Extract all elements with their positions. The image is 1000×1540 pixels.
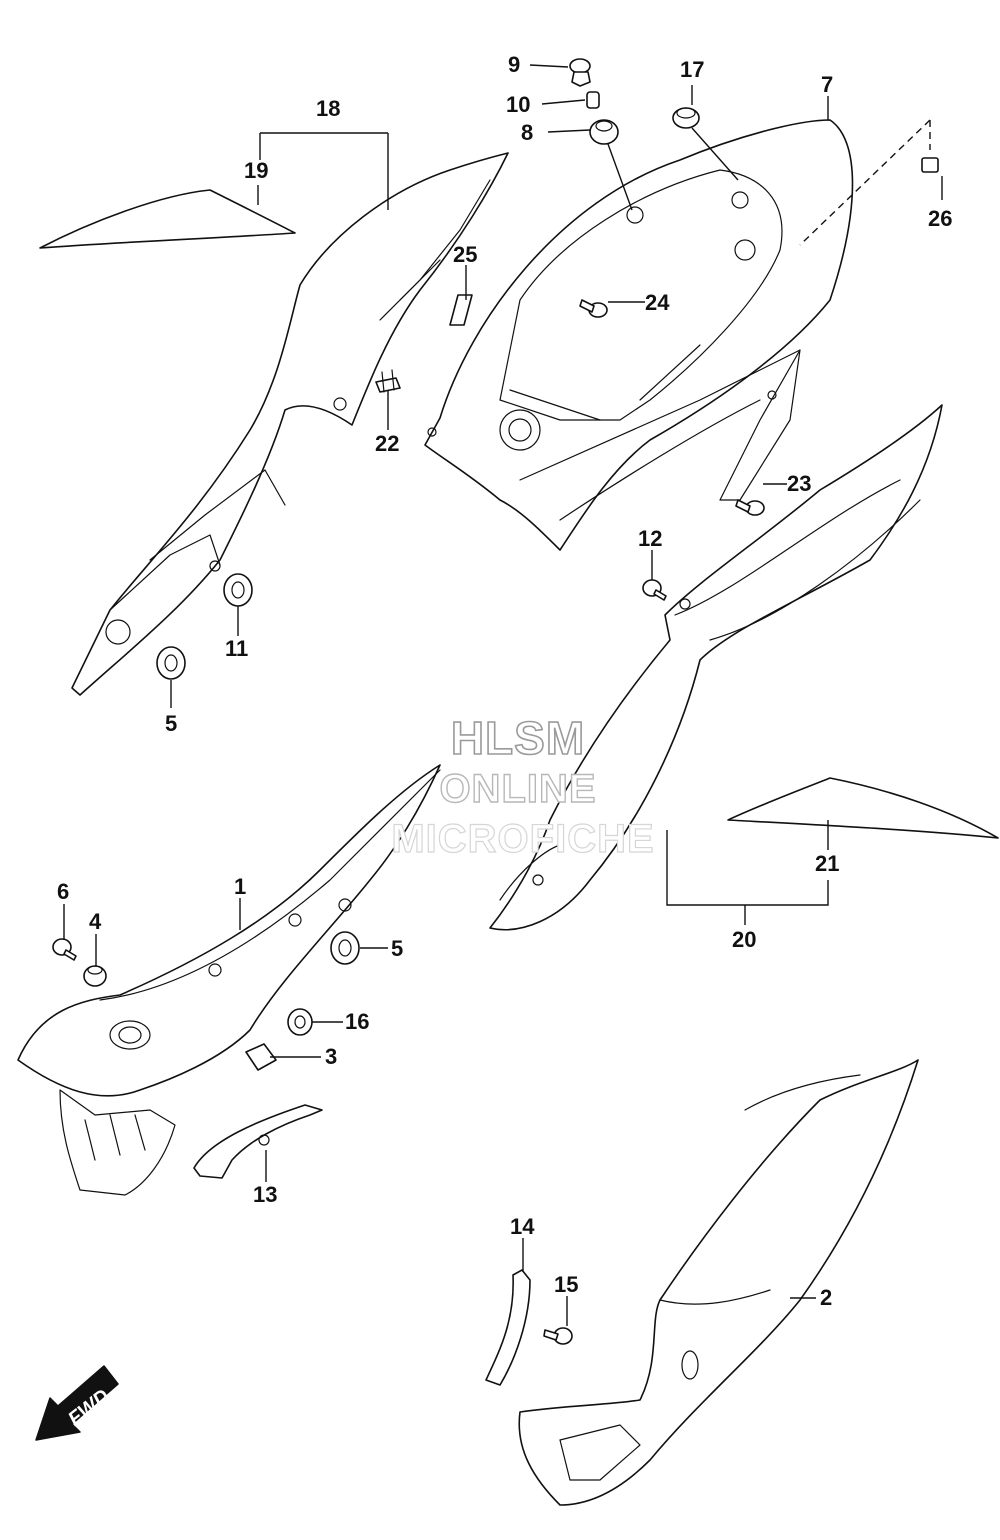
part-24-rivet[interactable]	[579, 299, 608, 318]
callout-4: 4	[89, 909, 102, 934]
part-17-cap[interactable]	[672, 107, 700, 129]
callout-12: 12	[638, 526, 662, 551]
part-15-bolt[interactable]	[543, 1327, 573, 1345]
fwd-direction-marker: FWD	[35, 1365, 119, 1441]
watermark-line-3: MICROFICHE	[391, 817, 654, 861]
callout-9: 9	[508, 52, 520, 77]
callout-20: 20	[732, 927, 756, 952]
watermark-line-2: ONLINE	[439, 767, 596, 811]
callout-6: 6	[57, 879, 69, 904]
part-11-grommet[interactable]	[223, 573, 253, 607]
callout-labels: 9 10 8 17 7 26 18 19 25 24 22 23 12 11 5…	[57, 52, 952, 1310]
callout-5-lower: 5	[391, 936, 403, 961]
part-14-bracket[interactable]	[485, 1269, 531, 1386]
part-2-right-lower-cover[interactable]	[518, 1059, 919, 1506]
callout-24: 24	[645, 290, 670, 315]
callout-25: 25	[453, 242, 477, 267]
callout-11: 11	[225, 636, 248, 661]
callout-13: 13	[253, 1182, 277, 1207]
callout-1: 1	[234, 874, 246, 899]
part-5-grommet-lower[interactable]	[330, 931, 360, 965]
watermark-line-1: HLSM	[451, 712, 585, 764]
part-23-screw[interactable]	[735, 499, 765, 516]
part-19-stripe-decal[interactable]	[39, 189, 296, 249]
leader-lines	[63, 64, 943, 1326]
callout-23: 23	[787, 471, 811, 496]
part-16-grommet[interactable]	[287, 1008, 313, 1036]
callout-15: 15	[554, 1272, 578, 1297]
callout-8: 8	[521, 120, 533, 145]
part-7-tail-cowl[interactable]	[424, 119, 854, 551]
part-8-grommet[interactable]	[589, 119, 619, 145]
part-10-collar[interactable]	[586, 91, 600, 109]
part-22-nut-clip[interactable]	[375, 369, 401, 393]
callout-19: 19	[244, 158, 268, 183]
callout-3: 3	[325, 1044, 337, 1069]
part-25-cushion[interactable]	[449, 294, 473, 326]
callout-7: 7	[821, 72, 833, 97]
callout-18: 18	[316, 96, 340, 121]
part-20-right-frame-cover[interactable]	[489, 404, 943, 931]
part-6-bolt[interactable]	[52, 938, 77, 961]
callout-26: 26	[928, 206, 952, 231]
callout-5-upper: 5	[165, 711, 177, 736]
part-26-clip[interactable]	[921, 157, 939, 173]
part-13-bracket[interactable]	[193, 1104, 323, 1179]
part-4-collar[interactable]	[83, 965, 107, 987]
watermark: HLSM ONLINE MICROFICHE	[391, 711, 655, 861]
callout-10: 10	[506, 92, 530, 117]
callout-17: 17	[680, 57, 704, 82]
part-18-left-frame-cover[interactable]	[71, 152, 509, 696]
callout-16: 16	[345, 1009, 369, 1034]
callout-21: 21	[815, 851, 839, 876]
part-9-screw[interactable]	[569, 58, 591, 87]
part-21-stripe-decal[interactable]	[727, 777, 999, 839]
part-1-left-lower-cover[interactable]	[17, 764, 441, 1196]
part-12-bolt[interactable]	[642, 579, 667, 601]
fwd-arrow-icon	[35, 1365, 119, 1441]
callout-2: 2	[820, 1285, 832, 1310]
callout-14: 14	[510, 1214, 535, 1239]
part-3-cushion[interactable]	[245, 1043, 277, 1071]
callout-22: 22	[375, 431, 399, 456]
part-5-grommet-upper[interactable]	[156, 646, 186, 680]
